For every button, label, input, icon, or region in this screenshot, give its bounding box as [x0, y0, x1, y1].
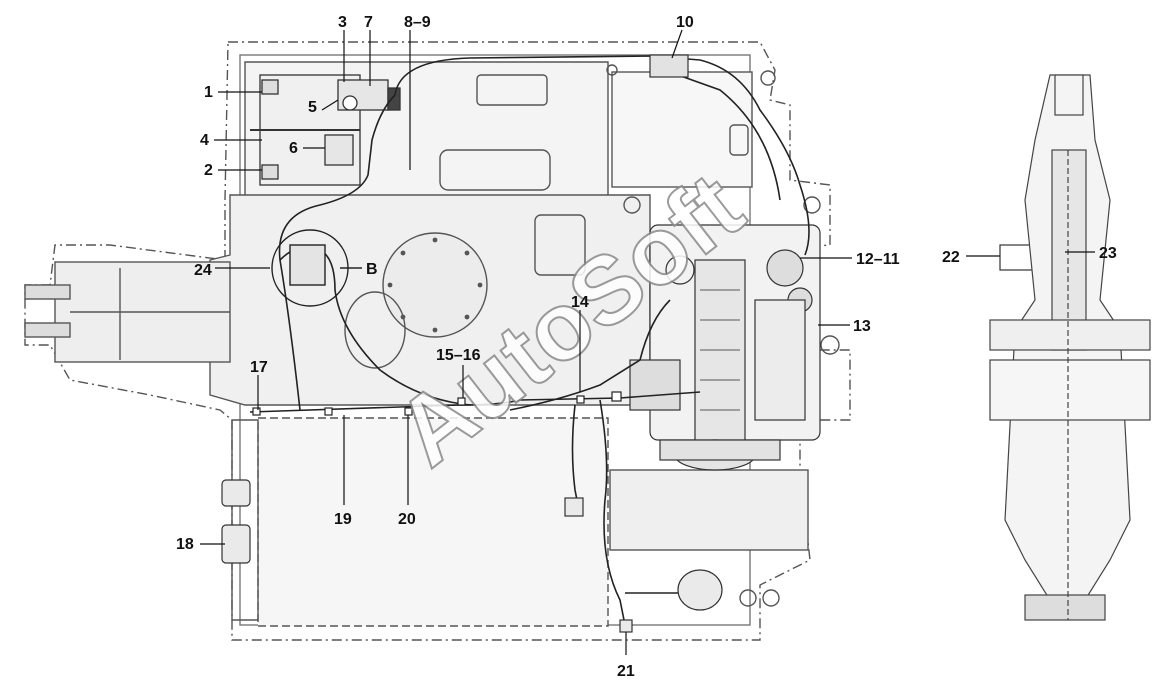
counterweight-block: [609, 469, 809, 551]
clip: [324, 407, 333, 416]
bolt: [464, 250, 470, 256]
harness-branch: [571, 404, 579, 506]
boom-cylinder: [1051, 149, 1087, 351]
callout-17: 17: [250, 359, 268, 376]
hole-2: [803, 196, 821, 214]
clip: [611, 391, 622, 402]
harness-engine: [509, 299, 671, 411]
pedal-1: [221, 479, 251, 507]
hole-6: [760, 70, 776, 86]
pedal-2: [221, 524, 251, 564]
harness-top: [394, 55, 810, 256]
lower-plate: [257, 417, 609, 627]
callout-22: 22: [942, 249, 960, 266]
hole-7: [606, 64, 618, 76]
hole-4: [739, 589, 757, 607]
callout-20: 20: [398, 511, 416, 528]
callout-4: 4: [200, 132, 209, 149]
lower-components: [221, 54, 1039, 633]
fuse-holder: [342, 95, 358, 111]
swing-pin-top: [24, 284, 71, 300]
oil-filter: [629, 359, 681, 411]
harness-top2: [649, 64, 781, 201]
turntable-bolts: [387, 237, 483, 333]
bolt: [400, 314, 406, 320]
callout-10: 10: [676, 14, 694, 31]
bolt: [432, 327, 438, 333]
turntable-circle: [382, 232, 488, 338]
bolt: [477, 282, 483, 288]
callout-7: 7: [364, 14, 373, 31]
callout-5: 5: [308, 99, 317, 116]
relay-1: [261, 79, 279, 95]
relay-2: [261, 164, 279, 180]
callout-12-11: 12–11: [856, 251, 900, 268]
radiator-fan: [659, 439, 781, 461]
callout-6: 6: [289, 140, 298, 157]
leader-10: [671, 29, 683, 59]
leader-lines: [200, 29, 1095, 655]
callout-19: 19: [334, 511, 352, 528]
hatch-4: [729, 124, 749, 156]
engine-detail: [700, 289, 740, 411]
detail-circle-b: [271, 229, 362, 307]
top-connector: [649, 54, 689, 78]
battery-unit: [677, 569, 723, 611]
hatch-1: [439, 149, 551, 191]
lower-step: [231, 419, 259, 621]
harness-rear: [599, 399, 626, 626]
hatch-2: [534, 214, 586, 276]
harness-clips: [252, 391, 622, 416]
bolt: [464, 314, 470, 320]
cab-components: [250, 74, 401, 186]
controller-box: [324, 134, 354, 166]
callout-8-9: 8–9: [404, 14, 431, 31]
boom-stick-top: [1054, 74, 1084, 116]
bolt: [400, 250, 406, 256]
bolt: [387, 282, 393, 288]
swing-pin-bottom: [24, 322, 71, 338]
callout-24: 24: [194, 262, 212, 279]
hole-1: [623, 196, 641, 214]
boom-foot: [1024, 594, 1106, 621]
callout-1: 1: [204, 84, 213, 101]
sensor-box: [564, 497, 584, 517]
bottom-terminal: [619, 619, 633, 633]
harness-loop: [278, 94, 396, 411]
callout-14: 14: [571, 294, 589, 311]
callout-18: 18: [176, 536, 194, 553]
pulley: [665, 255, 695, 285]
callout-labels: 1 2 3 4 5 6 7 8–9 10 12–11 13 14 15–16 1…: [176, 14, 1117, 680]
clip: [252, 407, 261, 416]
detail-part: [289, 244, 326, 286]
bolt: [432, 237, 438, 243]
upper-right-plate: [611, 71, 753, 188]
hole-5: [762, 589, 780, 607]
hole-3: [820, 335, 840, 355]
boom-side-view: [989, 74, 1151, 621]
clip: [576, 395, 585, 404]
callout-2: 2: [204, 162, 213, 179]
turntable-slot: [344, 291, 406, 369]
connector-block: [387, 87, 401, 111]
manifold: [754, 299, 806, 421]
wiring-harness: [249, 55, 810, 626]
callout-23: 23: [1099, 245, 1117, 262]
callout-21: 21: [617, 663, 635, 680]
callout-13: 13: [853, 318, 871, 335]
alternator: [766, 249, 804, 287]
hatch-3: [476, 74, 548, 106]
callout-15-16: 15–16: [436, 347, 481, 364]
detail-label-b: B: [366, 261, 378, 278]
boom-cross-1: [989, 319, 1151, 351]
clip: [457, 397, 466, 406]
callout-3: 3: [338, 14, 347, 31]
leader-5: [321, 99, 339, 111]
boom-cross-2: [989, 359, 1151, 421]
